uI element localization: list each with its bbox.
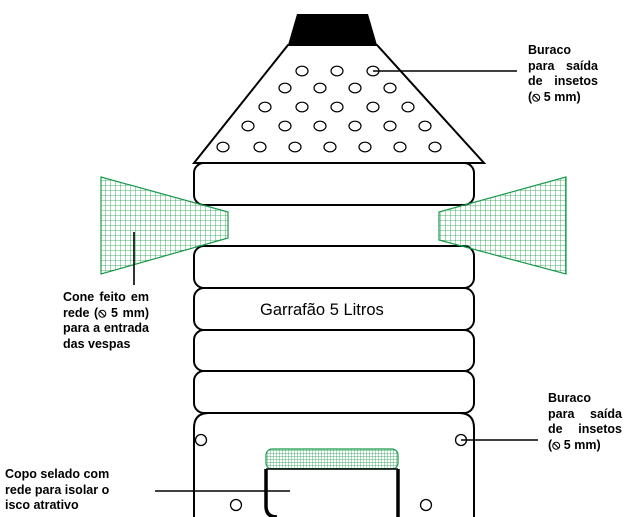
exit-hole-icon	[278, 82, 292, 94]
label-line: das vespas	[63, 336, 131, 351]
label-line: Copo selado com	[5, 467, 110, 481]
label-line: (⦸ 5 mm)	[548, 437, 601, 452]
label-bottom-left: Copo selado com rede para isolar o isco …	[5, 467, 155, 514]
exit-hole-icon	[366, 101, 380, 113]
exit-hole-icon	[348, 82, 362, 94]
exit-hole-icon	[418, 120, 432, 132]
bottle-band-5	[193, 370, 475, 414]
exit-hole-icon	[383, 82, 397, 94]
exit-hole-icon	[241, 120, 255, 132]
label-line: isco atrativo	[5, 498, 79, 512]
left-cone-mesh	[100, 176, 229, 275]
exit-hole-icon	[428, 141, 442, 153]
label-bottom-right: Buraco para saída de insetos (⦸ 5 mm)	[548, 391, 622, 453]
exit-hole-icon	[313, 82, 327, 94]
bottle-cap	[288, 14, 377, 45]
exit-hole-icon	[295, 101, 309, 113]
label-line: rede para isolar o	[5, 482, 110, 497]
exit-hole-icon	[401, 101, 415, 113]
bottle-label: Garrafão 5 Litros	[260, 301, 384, 319]
label-line: de insetos	[548, 422, 622, 436]
exit-hole-icon	[278, 120, 292, 132]
label-line: (⦸ 5 mm)	[528, 89, 581, 104]
exit-hole-icon	[383, 120, 397, 132]
exit-hole-icon	[323, 141, 337, 153]
exit-hole-icon	[419, 498, 433, 512]
exit-hole-icon	[253, 141, 267, 153]
label-line: Cone feito em	[63, 290, 149, 304]
top-holes-group	[216, 65, 442, 153]
label-left-cone: Cone feito em rede (⦸ 5 mm) para a entra…	[63, 290, 149, 352]
exit-hole-icon	[330, 101, 344, 113]
exit-hole-icon	[229, 498, 243, 512]
bait-cup-mesh-lid	[265, 448, 399, 470]
right-cone-mesh	[438, 176, 567, 275]
exit-hole-icon	[288, 141, 302, 153]
exit-hole-icon	[313, 120, 327, 132]
label-line: rede (⦸ 5 mm)	[63, 305, 149, 320]
exit-hole-icon	[295, 65, 309, 77]
exit-hole-icon	[348, 120, 362, 132]
bottle-band-4	[193, 329, 475, 372]
exit-hole-icon	[258, 101, 272, 113]
label-line: de insetos	[528, 74, 598, 88]
label-line: Buraco	[548, 391, 592, 405]
label-line: para a entrada	[63, 321, 149, 335]
label-line: para saída	[548, 406, 622, 421]
exit-hole-icon	[393, 141, 407, 153]
exit-hole-icon	[330, 65, 344, 77]
label-top-right: Buraco para saída de insetos (⦸ 5 mm)	[528, 43, 598, 105]
exit-hole-icon	[194, 433, 208, 447]
label-line: Buraco	[528, 43, 572, 57]
bottle-band-2	[193, 245, 475, 289]
label-line: para saída	[528, 58, 598, 73]
bottle-band-1	[193, 162, 475, 206]
exit-hole-icon	[358, 141, 372, 153]
exit-hole-icon	[216, 141, 230, 153]
